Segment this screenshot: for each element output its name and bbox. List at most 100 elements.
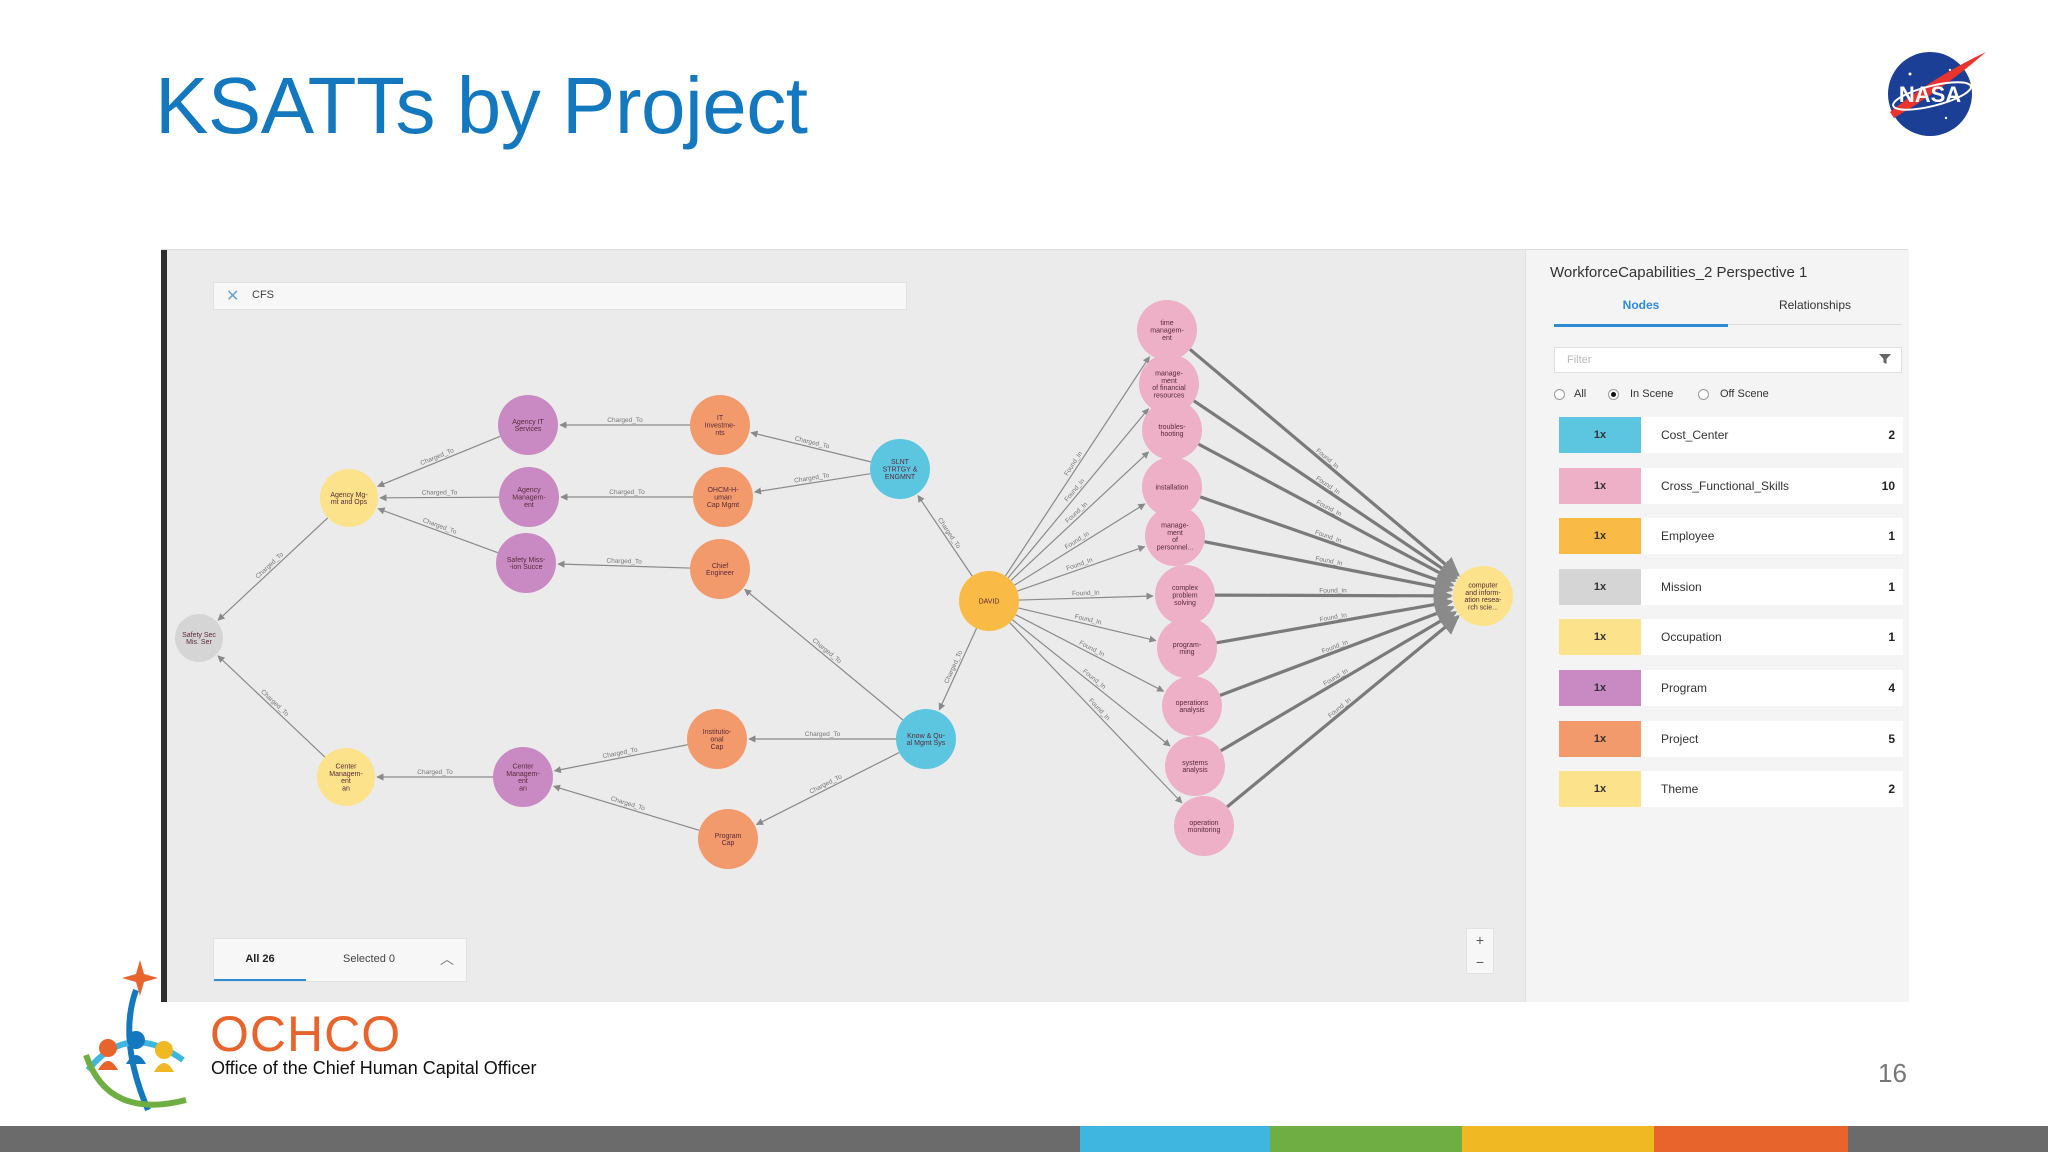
graph-edge[interactable] xyxy=(1014,503,1146,586)
category-color-badge[interactable]: 1x xyxy=(1559,568,1641,605)
node-circle[interactable] xyxy=(690,539,750,599)
node-circle[interactable] xyxy=(1157,618,1217,678)
tab-relationships[interactable]: Relationships xyxy=(1728,298,1902,325)
graph-edge[interactable] xyxy=(1017,545,1146,592)
graph-edge[interactable] xyxy=(750,430,872,463)
funnel-icon[interactable] xyxy=(1879,353,1891,365)
graph-edge[interactable] xyxy=(217,655,326,758)
category-color-badge[interactable]: 1x xyxy=(1559,467,1641,504)
zoom-in-button[interactable]: + xyxy=(1475,932,1485,948)
graph-edge[interactable] xyxy=(1197,442,1457,583)
node-circle[interactable] xyxy=(1142,400,1202,460)
graph-edge[interactable] xyxy=(1018,592,1154,601)
graph-node[interactable]: Agency Mg-mt and Ops xyxy=(320,469,378,527)
graph-edge[interactable] xyxy=(1012,619,1171,747)
graph-node[interactable]: installation xyxy=(1142,457,1202,517)
graph-edge[interactable] xyxy=(1226,615,1460,809)
graph-edge[interactable] xyxy=(938,628,978,711)
graph-edge[interactable] xyxy=(1214,586,1453,606)
graph-edge[interactable] xyxy=(1219,604,1455,697)
node-circle[interactable] xyxy=(1165,736,1225,796)
node-circle[interactable] xyxy=(1453,566,1513,626)
graph-edge[interactable] xyxy=(755,751,900,826)
graph-edge[interactable] xyxy=(1192,399,1459,580)
graph-edge[interactable] xyxy=(1009,622,1183,804)
graph-edge[interactable] xyxy=(377,507,499,554)
node-circle[interactable] xyxy=(498,395,558,455)
node-circle[interactable] xyxy=(698,809,758,869)
graph-edge[interactable] xyxy=(1018,607,1157,643)
zoom-out-button[interactable]: − xyxy=(1475,954,1485,970)
category-color-badge[interactable]: 1x xyxy=(1559,518,1641,555)
tab-selected[interactable]: Selected 0 xyxy=(343,953,395,965)
graph-edge[interactable] xyxy=(744,588,904,721)
radio-in-scene[interactable] xyxy=(1608,389,1619,400)
close-icon[interactable]: ✕ xyxy=(226,288,240,305)
graph-edge[interactable] xyxy=(377,435,501,488)
graph-edge[interactable] xyxy=(1204,540,1454,597)
graph-node[interactable]: troubles-hooting xyxy=(1142,400,1202,460)
node-circle[interactable] xyxy=(1174,796,1234,856)
graph-node[interactable]: Know & Qu-al Mgmt Sys xyxy=(896,709,956,769)
graph-edge[interactable] xyxy=(917,494,973,577)
graph-edge[interactable] xyxy=(552,784,700,831)
graph-edge[interactable] xyxy=(1004,356,1150,577)
graph-edge[interactable] xyxy=(1010,451,1150,581)
node-circle[interactable] xyxy=(687,709,747,769)
node-circle[interactable] xyxy=(690,395,750,455)
node-circle[interactable] xyxy=(317,748,375,806)
radio-all[interactable] xyxy=(1554,389,1565,400)
node-circle[interactable] xyxy=(1162,676,1222,736)
node-circle[interactable] xyxy=(1145,506,1205,566)
node-circle[interactable] xyxy=(1142,457,1202,517)
graph-svg[interactable]: Charged_ToCharged_ToCharged_ToCharged_To… xyxy=(167,250,1525,1002)
graph-edge[interactable] xyxy=(557,560,691,569)
node-circle[interactable] xyxy=(493,747,553,807)
graph-edge[interactable] xyxy=(553,744,688,774)
node-circle[interactable] xyxy=(1137,300,1197,360)
chevron-up-icon[interactable]: ︿ xyxy=(440,951,454,967)
graph-node[interactable]: DAVID xyxy=(959,571,1019,631)
category-color-badge[interactable]: 1x xyxy=(1559,771,1641,808)
graph-edge[interactable] xyxy=(1220,610,1458,753)
category-color-badge[interactable]: 1x xyxy=(1559,417,1641,453)
category-color-badge[interactable]: 1x xyxy=(1559,720,1641,757)
graph-node[interactable]: Safety Miss--ion Succe xyxy=(496,533,556,593)
graph-node[interactable]: program-ming xyxy=(1157,618,1217,678)
node-circle[interactable] xyxy=(320,469,378,527)
graph-edge[interactable] xyxy=(1015,614,1165,692)
node-circle[interactable] xyxy=(499,467,559,527)
node-circle[interactable] xyxy=(1155,565,1215,625)
graph-edge[interactable] xyxy=(217,517,329,621)
search-query[interactable]: CFS xyxy=(252,289,274,301)
search-bar[interactable]: ✕ CFS xyxy=(213,282,907,310)
radio-off-scene[interactable] xyxy=(1698,389,1709,400)
node-circle[interactable] xyxy=(693,467,753,527)
node-circle[interactable] xyxy=(496,533,556,593)
tab-all[interactable]: All 26 xyxy=(214,939,306,981)
tab-nodes[interactable]: Nodes xyxy=(1554,298,1728,327)
